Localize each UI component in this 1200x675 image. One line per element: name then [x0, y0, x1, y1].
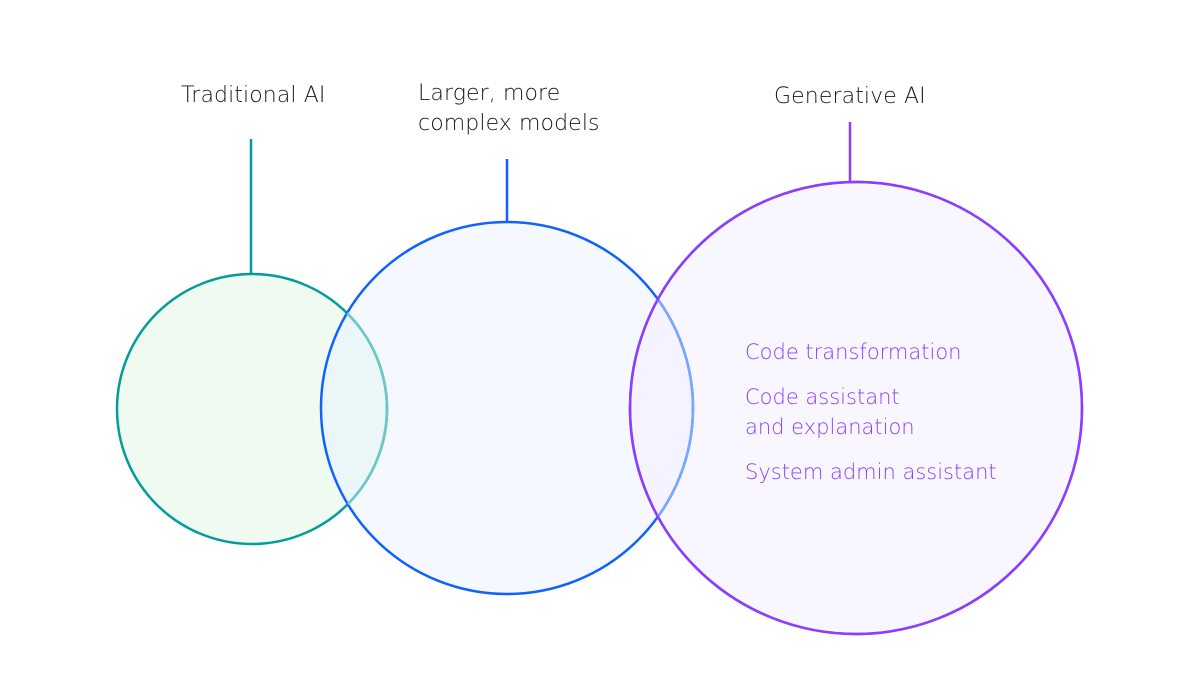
- circle-traditional-fill: [117, 274, 387, 544]
- circle-generative-fill: [630, 182, 1082, 634]
- label-larger-complex-models: Larger, more complex models: [418, 81, 600, 136]
- label-traditional-ai: Traditional AI: [181, 83, 326, 108]
- use-case-system-admin-assistant: System admin assistant: [745, 460, 997, 484]
- traditional-outline-inside-larger: [321, 272, 389, 546]
- generative-outline-top: [628, 180, 1084, 636]
- use-case-code-assistant: Code assistant and explanation: [745, 385, 915, 439]
- use-case-code-transformation: Code transformation: [745, 340, 962, 364]
- generative-ai-use-cases: Code transformation Code assistant and e…: [745, 337, 997, 502]
- circle-larger-fill: [321, 222, 693, 594]
- label-generative-ai: Generative AI: [774, 84, 926, 109]
- larger-outline-inside-generative: [630, 220, 695, 596]
